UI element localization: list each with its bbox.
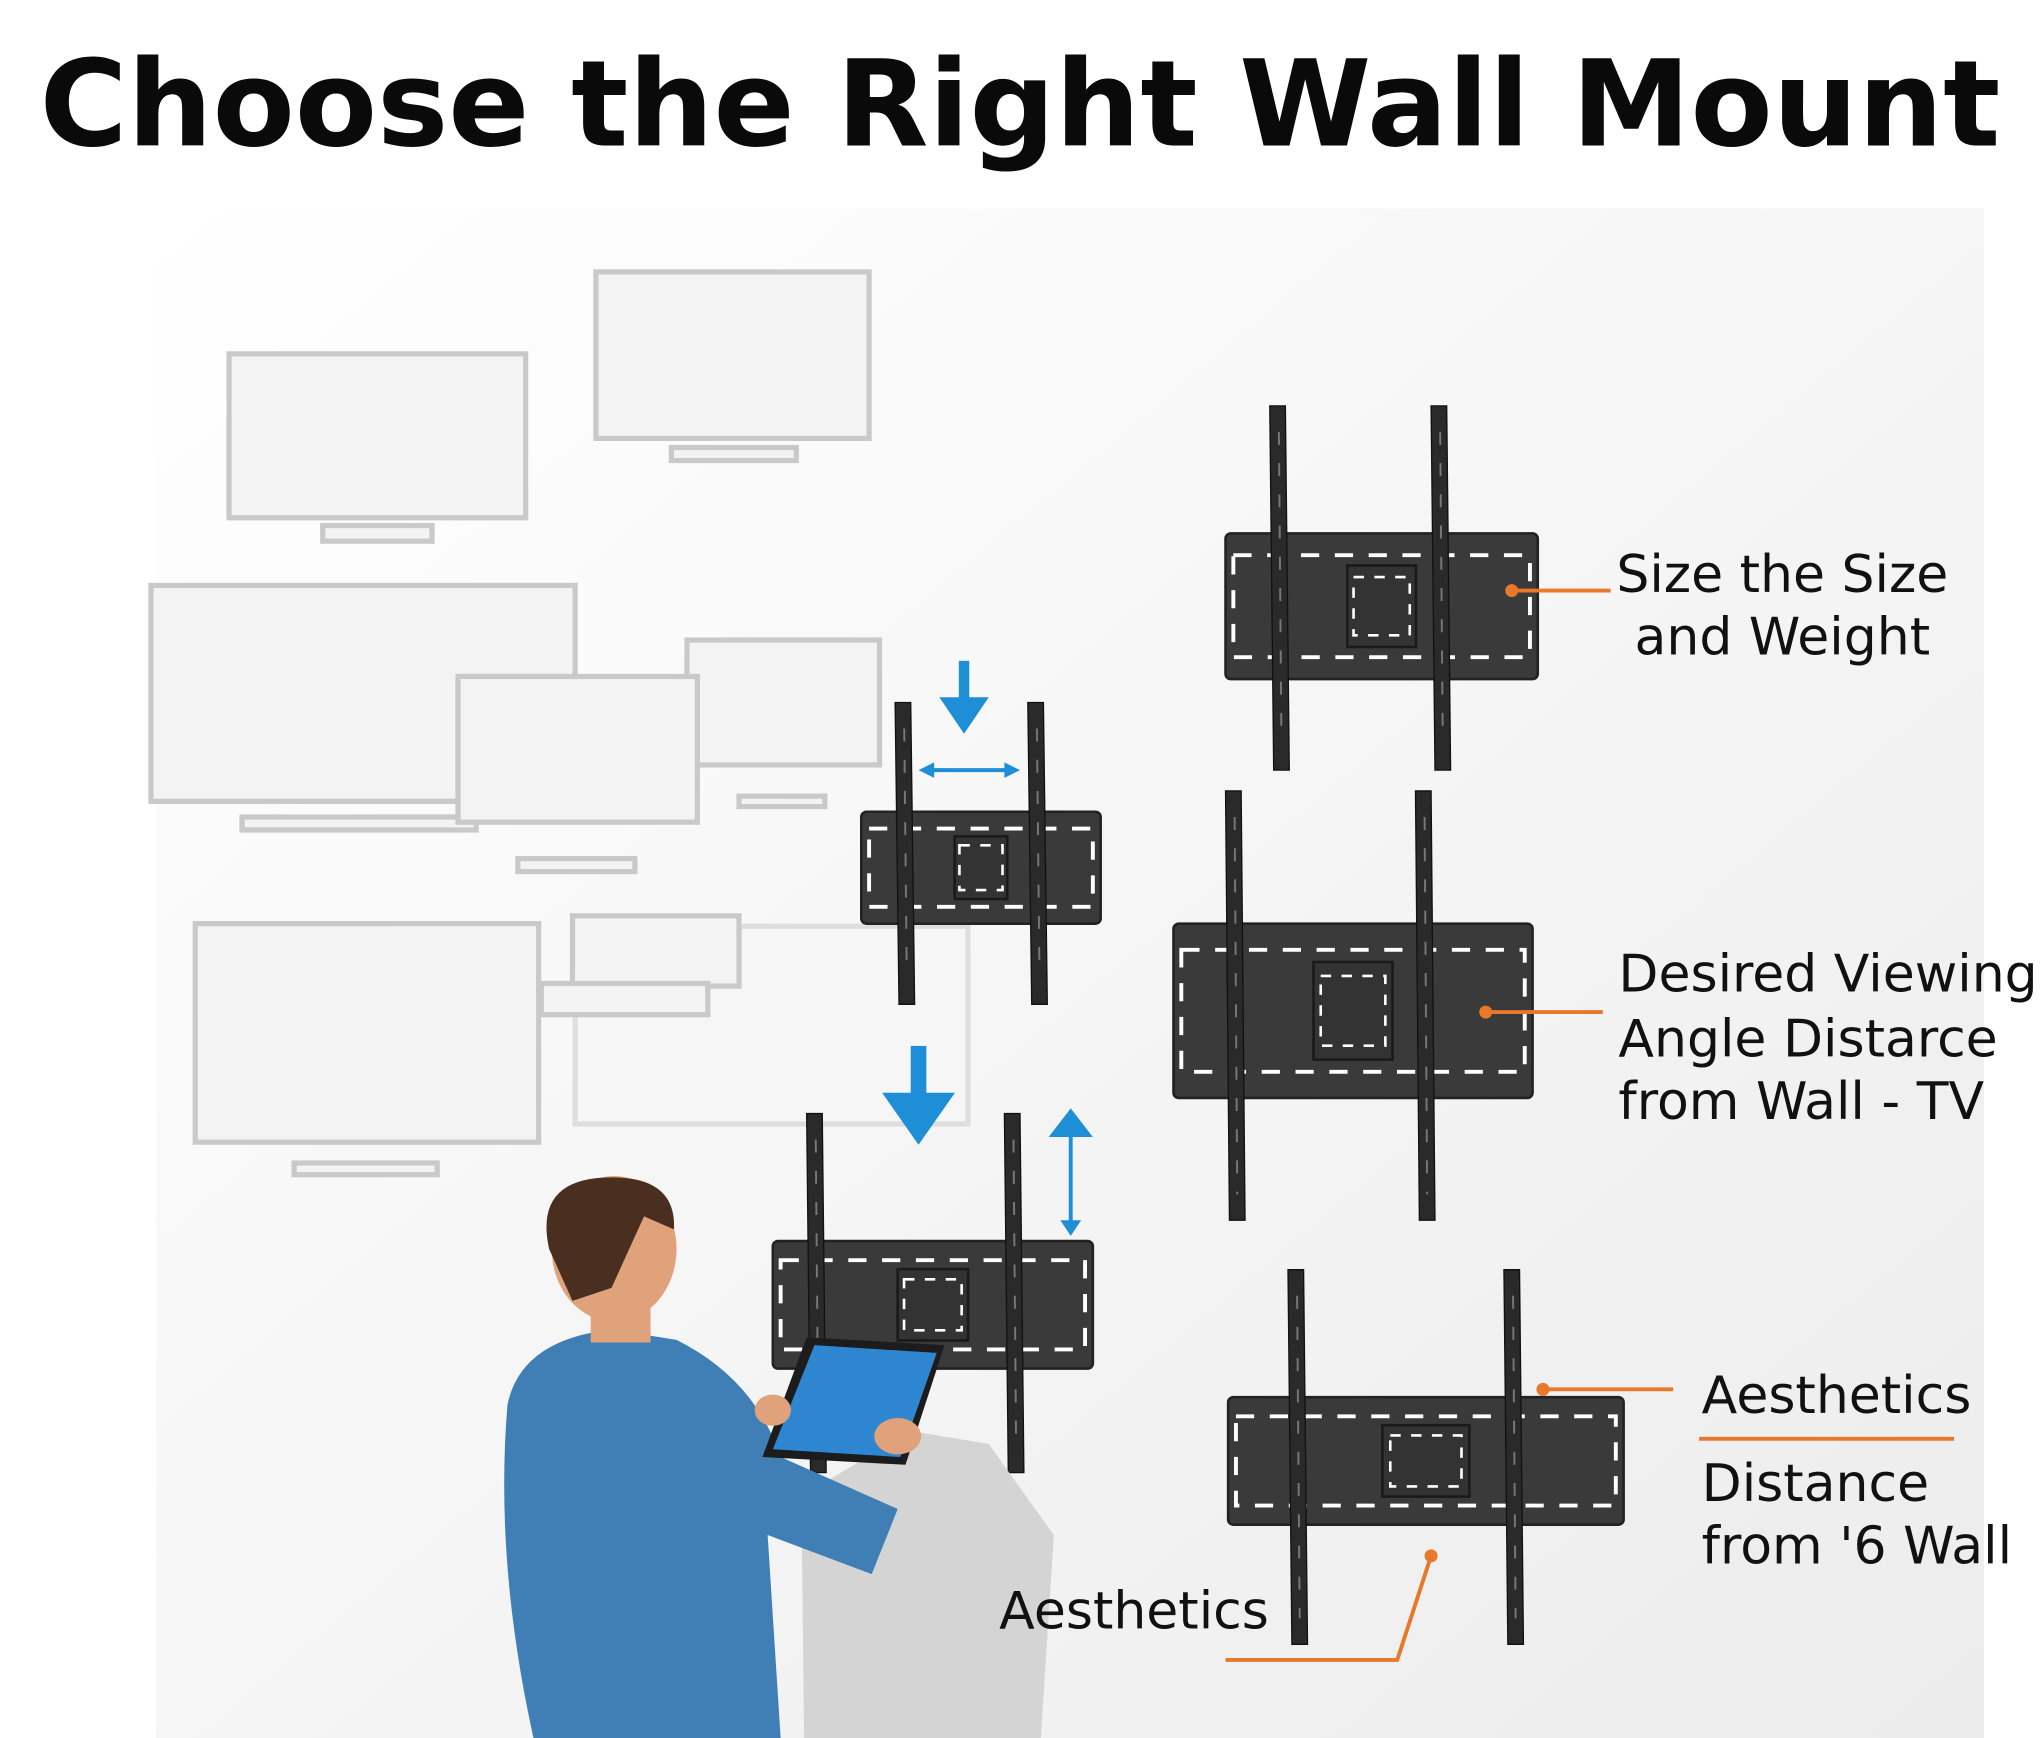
- mount-arm-slots: [1296, 1295, 1301, 1619]
- mount-center-holes: [1319, 974, 1387, 1047]
- ghost-tv: [226, 351, 529, 544]
- label-aesthetics-bottom: Aesthetics: [999, 1549, 1438, 1662]
- svg-text:Distance: Distance: [1702, 1454, 1929, 1514]
- svg-text:from '6 Wall: from '6 Wall: [1702, 1517, 2012, 1577]
- tv-wall-mount: [1224, 405, 1540, 771]
- tv-wall-mount: [1172, 790, 1534, 1221]
- mount-arm-slots: [1277, 431, 1283, 745]
- callout-dot: [1536, 1382, 1550, 1396]
- mount-vertical-arm: [1430, 405, 1452, 771]
- person-illustration: [504, 1176, 1054, 1738]
- mount-center-plate: [1312, 960, 1394, 1061]
- callout-dot: [1479, 1005, 1493, 1019]
- hand: [874, 1417, 922, 1455]
- arrow-vertical-icon: [1048, 1108, 1093, 1236]
- svg-text:and Weight: and Weight: [1635, 607, 1931, 667]
- arrows: [882, 660, 1093, 1236]
- mount-arm-slots: [1233, 816, 1239, 1195]
- mount-arm-slots: [1423, 816, 1429, 1195]
- hand: [754, 1394, 792, 1426]
- mount-arm-slots: [1012, 1139, 1018, 1447]
- ghost-tvs: [148, 269, 971, 1178]
- tv-wall-mount: [1226, 1269, 1625, 1645]
- ghost-tv: [538, 913, 742, 1018]
- mount-vertical-arm: [1027, 701, 1048, 1005]
- mount-vertical-arm: [1003, 1112, 1025, 1474]
- ghost-tv: [593, 269, 872, 464]
- arrow-down-icon: [882, 1045, 955, 1145]
- mount-center-holes: [958, 844, 1004, 892]
- callout-dot: [1505, 584, 1519, 598]
- wall-mounts: [771, 405, 1625, 1645]
- svg-text:Desired Viewing: Desired Viewing: [1618, 944, 2037, 1004]
- mount-vertical-arm: [1269, 405, 1290, 771]
- arrow-down-icon: [939, 660, 989, 734]
- svg-text:from Wall - TV: from Wall - TV: [1618, 1072, 1984, 1132]
- mount-center-plate: [953, 835, 1009, 901]
- ghost-tv: [192, 921, 542, 1178]
- mount-slots: [867, 826, 1095, 909]
- label-viewing-angle: Desired Viewing Angle Distarce from Wall…: [1479, 944, 2038, 1132]
- hair: [546, 1177, 675, 1301]
- mount-arm-slots: [1512, 1295, 1517, 1619]
- callout-dot: [1424, 1549, 1438, 1563]
- svg-text:Aesthetics: Aesthetics: [999, 1582, 1269, 1642]
- page-title: Choose the Right Wall Mount: [40, 36, 2001, 175]
- mount-center-plate: [1381, 1423, 1471, 1498]
- mount-arm-slots: [1035, 728, 1041, 979]
- ghost-tv: [684, 637, 883, 810]
- mount-center-plate: [1346, 564, 1418, 649]
- mount-arm-slots: [903, 728, 908, 979]
- svg-text:Angle Distarce: Angle Distarce: [1618, 1009, 1997, 1069]
- ghost-tv: [455, 673, 700, 875]
- mount-center-holes: [902, 1278, 963, 1332]
- arrow-horizontal-icon: [918, 762, 1020, 778]
- mount-slots: [1179, 947, 1527, 1074]
- mount-center-plate: [896, 1267, 970, 1342]
- svg-text:Size the Size: Size the Size: [1616, 545, 1948, 605]
- svg-text:Aesthetics: Aesthetics: [1702, 1366, 1972, 1426]
- mount-center-holes: [1352, 575, 1412, 637]
- mount-vertical-arm: [894, 701, 916, 1005]
- shirt: [504, 1329, 898, 1738]
- mount-slots: [1231, 553, 1532, 660]
- mount-arm-slots: [1439, 431, 1444, 745]
- label-aesthetics-distance: Aesthetics Distance from '6 Wall: [1536, 1366, 2012, 1577]
- label-size-weight: Size the Size and Weight: [1505, 545, 1948, 667]
- tv-wall-mount: [859, 701, 1102, 1005]
- mount-slots: [1233, 1414, 1618, 1508]
